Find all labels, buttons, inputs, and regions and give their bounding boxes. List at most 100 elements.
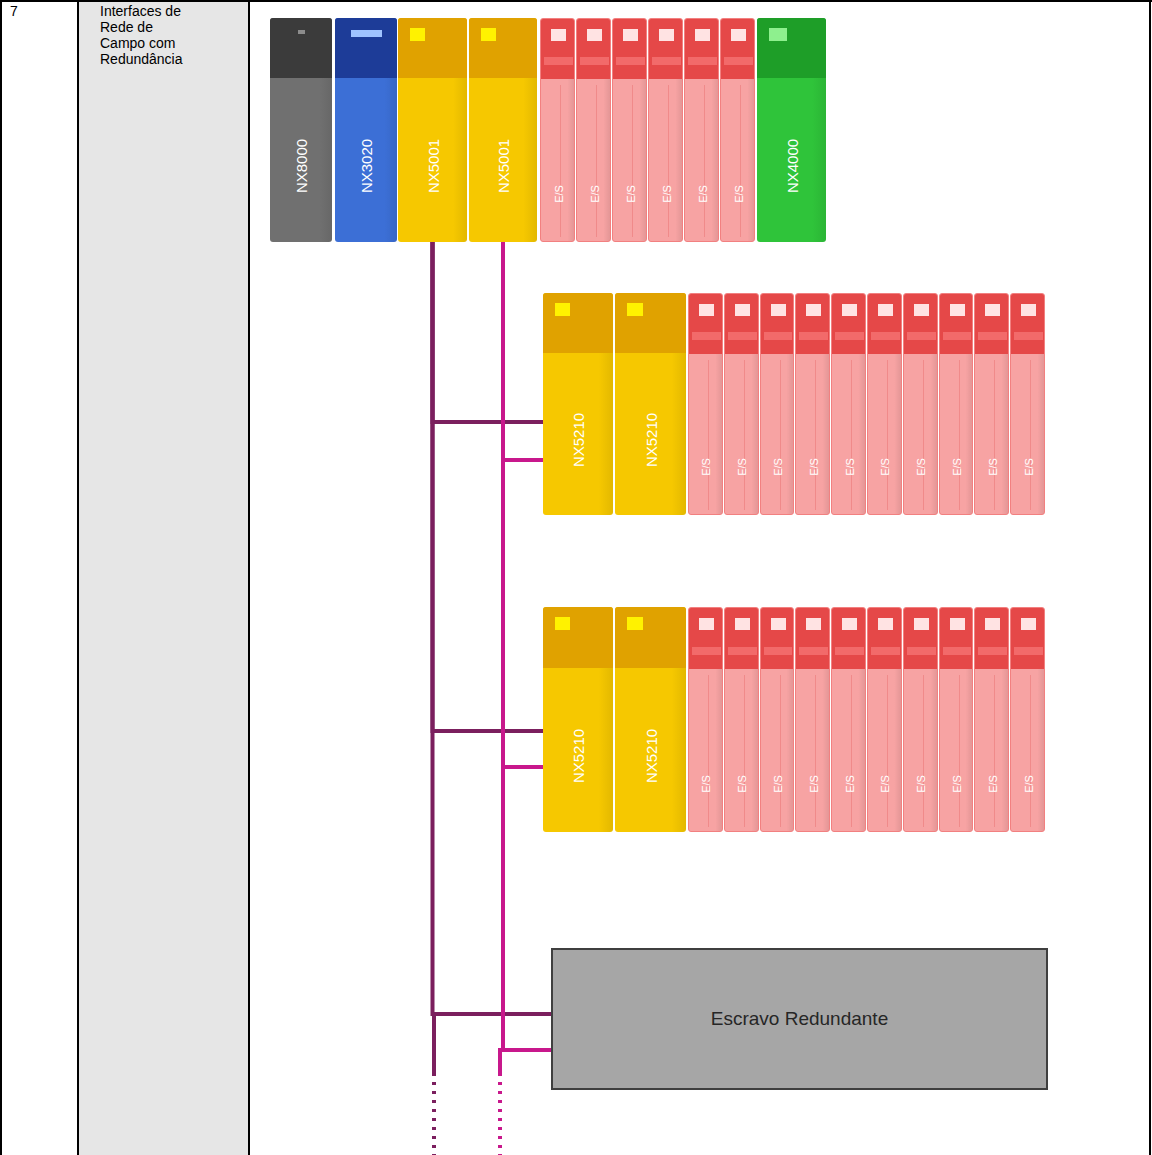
terminal-bar [1014,647,1043,655]
fieldbus-link [503,242,543,460]
io-module: E/S [867,293,902,515]
terminal-bar [692,332,721,340]
module-label: E/S [1023,775,1034,793]
module-label: NX5210 [643,729,658,783]
module-groove [744,360,745,510]
module-label: E/S [737,775,748,793]
status-led [914,304,929,316]
io-module: E/S [612,18,647,242]
module-cap [721,19,754,79]
status-led [587,29,602,41]
module-cap [757,18,826,78]
terminal-bar [688,57,717,65]
module-label: NX5210 [571,413,586,467]
io-module: E/S [688,607,723,832]
module-cap [1011,294,1044,354]
table-border [1149,0,1151,1155]
status-led [731,29,746,41]
terminal-bar [724,57,753,65]
module-cap [725,294,758,354]
terminal-bar [799,332,828,340]
status-led [735,304,750,316]
module-cap [685,19,718,79]
module-label: E/S [844,458,855,476]
module-groove [704,85,705,237]
module-label: E/S [701,458,712,476]
bus-line [498,1048,502,1076]
status-led [842,618,857,630]
module-cap [541,19,574,79]
module-groove [740,85,741,237]
status-led [1021,304,1036,316]
module-groove [959,360,960,510]
module-cap [615,607,686,668]
io-module: E/S [795,607,830,832]
fieldbus-link [433,242,544,422]
module-groove [851,675,852,827]
module-groove [632,85,633,237]
module-label: E/S [916,458,927,476]
slave-label: Escravo Redundante [711,1008,888,1030]
module-label: E/S [880,458,891,476]
bus-line [432,1012,436,1076]
module-cap [796,294,829,354]
status-led [878,304,893,316]
io-module: E/S [939,607,974,832]
status-led [410,28,425,41]
module-cap [543,293,613,353]
module-groove [815,360,816,510]
io-module: E/S [576,18,611,242]
status-led [695,29,710,41]
bus-continuation [432,1082,436,1155]
module-label: E/S [661,185,672,203]
terminal-bar [580,57,609,65]
module-groove [1030,675,1031,827]
module-cap [398,18,467,78]
status-led [769,28,787,41]
module-cap [975,294,1008,354]
terminal-bar [943,332,972,340]
module-label: NX5210 [571,729,586,783]
terminal-bar [544,57,573,65]
module-label: E/S [987,775,998,793]
terminal-bar [871,647,900,655]
table-cell-text: Interfaces de Rede de Campo com Redundân… [100,3,195,67]
terminal-bar [692,647,721,655]
table-border [77,0,79,1155]
module-groove [1030,360,1031,510]
module-label: E/S [1023,458,1034,476]
terminal-bar [943,647,972,655]
status-led [985,618,1000,630]
terminal-bar [728,332,757,340]
io-module: E/S [903,293,938,515]
module-cap [868,294,901,354]
table-cell-text: 7 [10,3,60,19]
bus-continuation [498,1082,502,1155]
status-led [806,304,821,316]
terminal-bar [1014,332,1043,340]
terminal-bar [728,647,757,655]
module-label: NX3020 [359,139,374,193]
terminal-bar [907,647,936,655]
io-module: E/S [831,293,866,515]
module-groove [668,85,669,237]
io-module: E/S [1010,607,1045,832]
io-module: E/S [1010,293,1045,515]
terminal-bar [764,332,793,340]
module-groove [887,675,888,827]
module-label: E/S [772,458,783,476]
terminal-bar [871,332,900,340]
module-label: E/S [733,185,744,203]
io-module: E/S [974,293,1009,515]
io-module: E/S [867,607,902,832]
module-groove [994,675,995,827]
status-led [555,303,570,316]
fieldbus-link [433,242,544,731]
table-border [0,0,1152,2]
module-cap [649,19,682,79]
module-cap [832,294,865,354]
module-cap [335,18,397,78]
module-label: E/S [697,185,708,203]
terminal-bar [835,332,864,340]
io-module: E/S [795,293,830,515]
